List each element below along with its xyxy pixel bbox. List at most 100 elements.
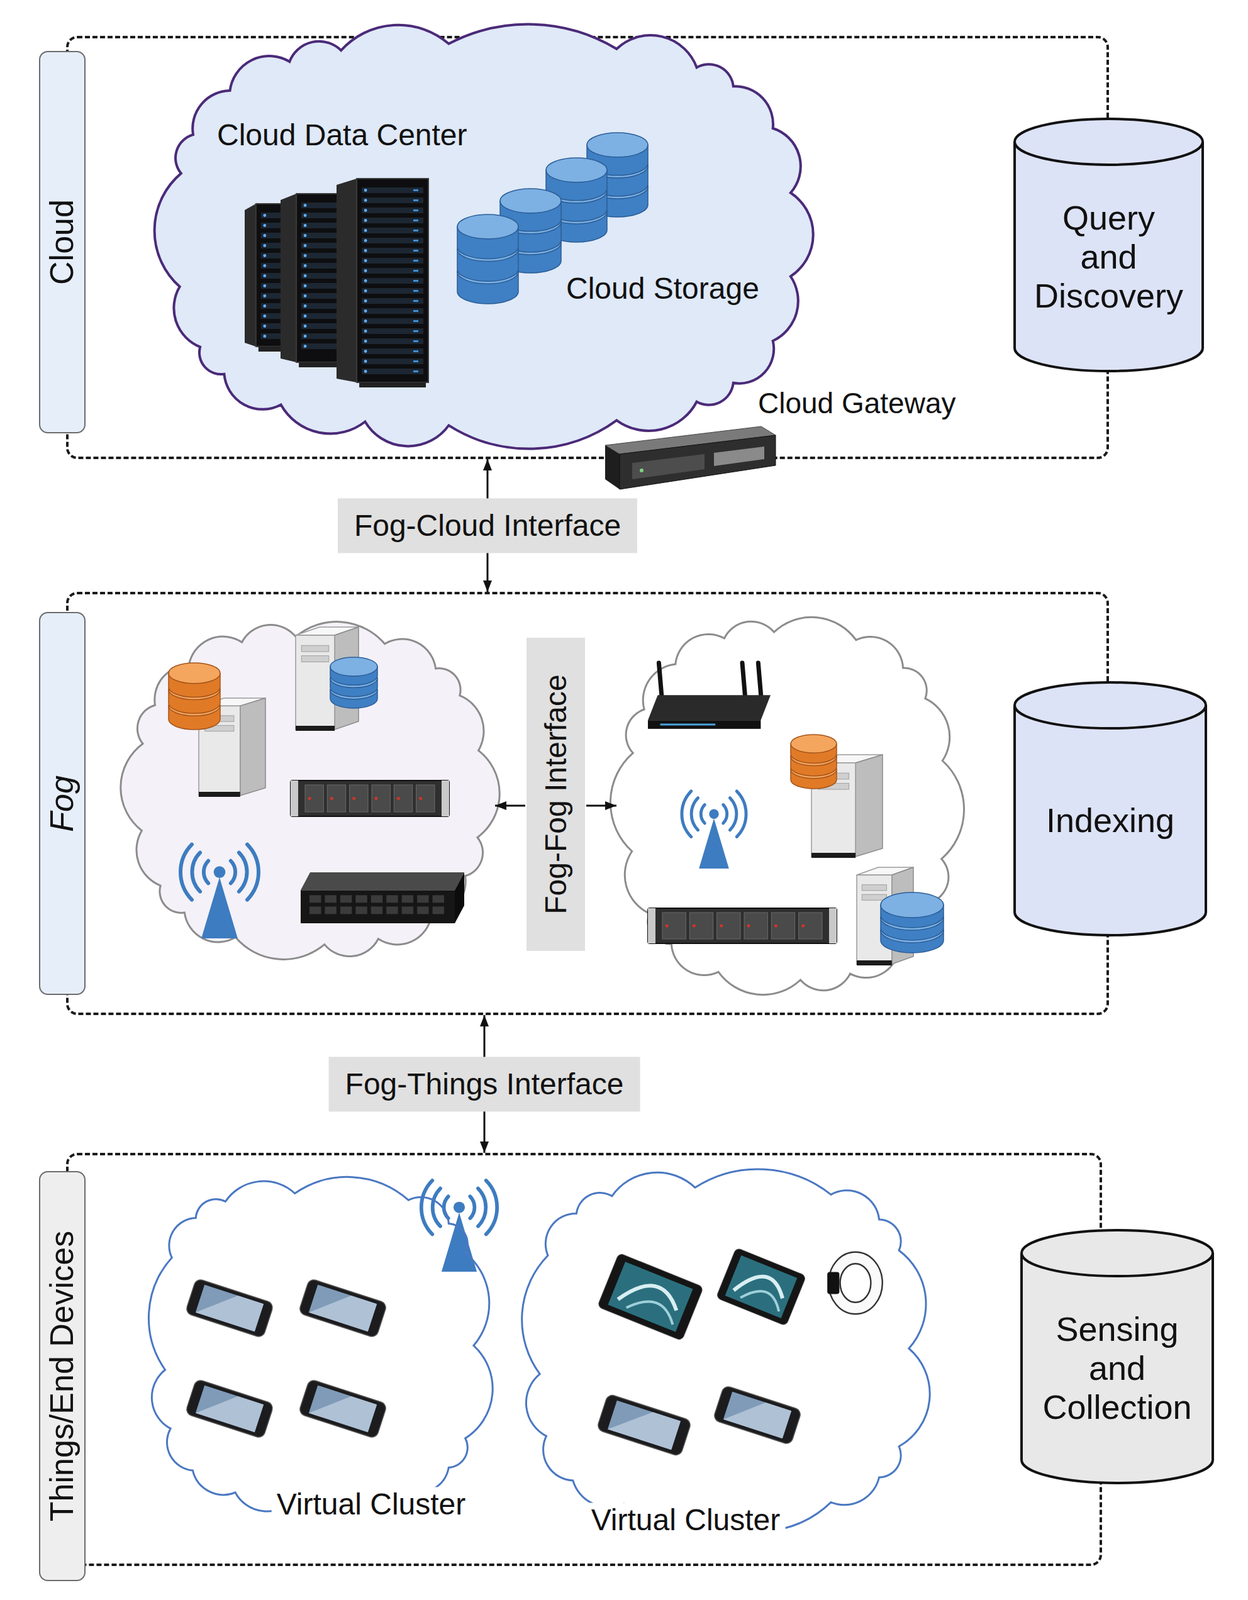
text-anchor: Query and Discovery bbox=[1034, 198, 1184, 316]
interface-box: Fog-Fog Interface bbox=[526, 637, 585, 952]
layer-tab: Things/End Devices bbox=[39, 1171, 86, 1582]
rack-led bbox=[413, 330, 419, 333]
signal-arc bbox=[681, 791, 692, 838]
interface-label: Fog-Things Interface bbox=[328, 1056, 641, 1112]
switch-port bbox=[324, 895, 336, 903]
phone-screen bbox=[195, 1385, 264, 1433]
phone-screen bbox=[195, 1285, 264, 1333]
disk-top bbox=[546, 157, 608, 183]
cylinder-rim bbox=[1014, 141, 1203, 165]
switch-port bbox=[340, 895, 352, 903]
tablet-screen bbox=[725, 1255, 798, 1319]
screen-glare bbox=[607, 1400, 681, 1451]
signal-arc bbox=[191, 852, 201, 892]
antenna-dot bbox=[453, 1202, 465, 1214]
server-led bbox=[801, 924, 805, 928]
rack-side bbox=[336, 178, 357, 383]
server-led bbox=[352, 796, 356, 801]
tablet bbox=[715, 1248, 806, 1327]
illustration bbox=[152, 18, 817, 451]
rack-led bbox=[364, 228, 368, 233]
rack-led bbox=[413, 310, 419, 312]
signal-arc bbox=[247, 844, 259, 901]
tablet bbox=[597, 1253, 704, 1342]
switch-front bbox=[300, 890, 455, 924]
switch-port bbox=[386, 895, 398, 903]
rack-led bbox=[364, 369, 368, 374]
tower-side bbox=[855, 754, 883, 857]
rack-led bbox=[413, 239, 419, 242]
rack-led bbox=[413, 199, 419, 202]
signal-arc bbox=[478, 1188, 486, 1227]
cloud-outline bbox=[142, 1171, 496, 1530]
cylinder-body bbox=[1014, 682, 1206, 936]
rack-led bbox=[262, 294, 267, 298]
server-led bbox=[308, 796, 312, 801]
smartphone bbox=[184, 1378, 275, 1439]
phone-screen bbox=[723, 1392, 792, 1440]
router-led bbox=[660, 724, 716, 726]
rack-led bbox=[364, 269, 368, 273]
server-led bbox=[692, 924, 696, 928]
rack-led bbox=[262, 264, 267, 268]
rack-slot bbox=[361, 288, 424, 294]
cluster-cloud: Virtual Cluster bbox=[515, 1163, 934, 1541]
rack-slot bbox=[361, 318, 424, 324]
disk-stack bbox=[330, 657, 378, 709]
cloud-outline-path bbox=[522, 1169, 930, 1532]
server-led bbox=[418, 796, 423, 801]
text-anchor: Cloud bbox=[43, 199, 82, 285]
layer-panel: Things/End DevicesVirtual ClusterVirtual… bbox=[66, 1153, 1103, 1567]
cloud-outline-path bbox=[148, 1176, 493, 1518]
server-ear bbox=[290, 780, 299, 817]
network-switch bbox=[300, 872, 465, 924]
tower-base bbox=[198, 791, 241, 797]
illustration-group bbox=[120, 617, 965, 995]
layer-panel: CloudCloud Data CenterCloud StorageQuery… bbox=[66, 35, 1109, 460]
tower-base bbox=[811, 852, 856, 858]
switch-port bbox=[417, 895, 429, 903]
layer-tab: Fog bbox=[39, 612, 86, 996]
switch-port bbox=[432, 906, 445, 914]
signal-arc bbox=[736, 791, 747, 838]
rack-led bbox=[262, 284, 267, 288]
disk-stack bbox=[790, 734, 837, 789]
disk-top bbox=[500, 188, 562, 214]
screen-glare bbox=[195, 1285, 264, 1333]
rack-led bbox=[303, 234, 307, 238]
phone-body bbox=[298, 1278, 388, 1338]
device-label: Cloud Gateway bbox=[757, 386, 957, 421]
text-anchor: Cloud Storage bbox=[566, 271, 760, 306]
rack-led bbox=[413, 300, 419, 302]
gateway-front bbox=[619, 435, 776, 490]
rack-led bbox=[364, 218, 368, 223]
rack-server bbox=[290, 780, 450, 817]
disk-top bbox=[880, 892, 944, 918]
antenna-dot bbox=[708, 809, 719, 819]
fog-cloud bbox=[610, 617, 964, 995]
rack-led bbox=[413, 279, 419, 282]
rack-led bbox=[364, 349, 368, 353]
server-led bbox=[330, 796, 334, 801]
screen-glare bbox=[308, 1285, 377, 1333]
phone-screen bbox=[308, 1385, 377, 1433]
phone-screen bbox=[607, 1400, 681, 1451]
rack-slot bbox=[361, 358, 424, 365]
server-bay bbox=[349, 785, 368, 813]
rack-slot bbox=[361, 207, 424, 214]
signal-arc bbox=[486, 1180, 497, 1235]
interface-label: Fog-Cloud Interface bbox=[337, 498, 638, 553]
rack-led bbox=[364, 329, 368, 333]
rack-slot bbox=[361, 308, 424, 314]
rack-led bbox=[262, 244, 267, 248]
smartphone bbox=[298, 1278, 388, 1338]
cloud-shape: Cloud Data CenterCloud Storage bbox=[152, 18, 817, 451]
switch-top bbox=[300, 872, 465, 891]
server-body bbox=[647, 908, 837, 944]
interface-label: Fog-Fog Interface bbox=[538, 674, 574, 915]
interface-arrow bbox=[483, 1015, 486, 1154]
signal-arc bbox=[230, 861, 236, 884]
switch-port bbox=[371, 895, 383, 903]
illustration bbox=[68, 594, 1112, 1018]
rack-slot bbox=[361, 197, 424, 204]
